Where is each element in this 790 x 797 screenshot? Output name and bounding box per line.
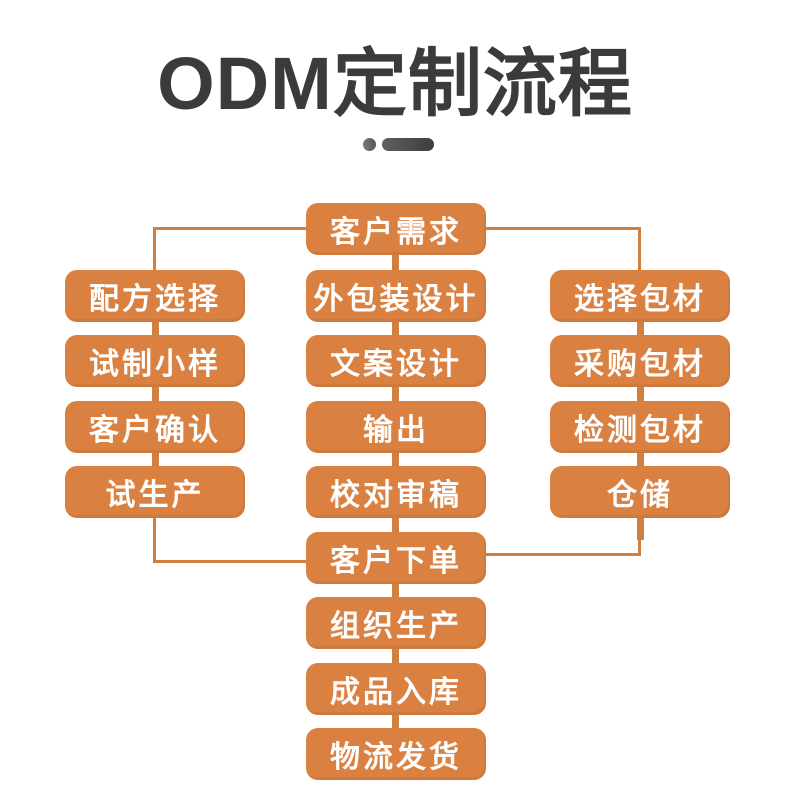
connector-left-stub-1 — [152, 385, 159, 403]
flow-node-packaging-design: 外包装设计 — [306, 270, 486, 322]
connector-top-right-vertical — [638, 227, 641, 270]
connector-left-stub-0 — [152, 320, 159, 337]
connector-mid-stub-7 — [392, 713, 399, 730]
connector-mid-stub-5 — [392, 582, 399, 599]
flow-node-customer-confirmation: 客户确认 — [65, 401, 245, 453]
flow-node-select-packaging: 选择包材 — [550, 270, 730, 322]
divider-dot-icon — [363, 138, 376, 151]
connector-mid-stub-1 — [392, 320, 399, 337]
flow-node-trial-sample: 试制小样 — [65, 335, 245, 387]
connector-bottom-left-vertical — [153, 518, 156, 563]
flow-node-organize-production: 组织生产 — [306, 597, 486, 649]
flow-node-customer-order: 客户下单 — [306, 532, 486, 584]
page-title: ODM定制流程 — [157, 42, 633, 125]
connector-mid-stub-0 — [392, 254, 399, 272]
title-divider — [0, 138, 790, 151]
connector-top-left-horizontal — [154, 227, 306, 230]
flow-node-test-packaging: 检测包材 — [550, 401, 730, 453]
connector-mid-stub-2 — [392, 385, 399, 403]
connector-mid-stub-6 — [392, 647, 399, 665]
flow-node-logistics-shipping: 物流发货 — [306, 728, 486, 780]
flow-node-finished-goods-storage: 成品入库 — [306, 663, 486, 715]
connector-top-left-vertical — [153, 227, 156, 270]
flow-node-proofreading: 校对审稿 — [306, 466, 486, 518]
connector-bottom-right-horizontal — [486, 553, 641, 556]
flow-node-customer-needs: 客户需求 — [306, 203, 486, 255]
connector-right-stub-3 — [637, 516, 644, 540]
connector-left-stub-2 — [152, 451, 159, 468]
connector-top-right-horizontal — [486, 227, 640, 230]
flow-node-copy-design: 文案设计 — [306, 335, 486, 387]
connector-right-stub-1 — [637, 385, 644, 403]
divider-bar-icon — [382, 138, 434, 151]
flow-node-trial-production: 试生产 — [65, 466, 245, 518]
connector-mid-stub-4 — [392, 516, 399, 534]
flow-node-warehousing: 仓储 — [550, 466, 730, 518]
connector-mid-stub-3 — [392, 451, 399, 468]
connector-right-stub-0 — [637, 320, 644, 337]
flow-node-output: 输出 — [306, 401, 486, 453]
flow-node-formula-selection: 配方选择 — [65, 270, 245, 322]
connector-bottom-left-horizontal — [153, 560, 306, 563]
connector-bottom-right-vertical — [638, 538, 641, 556]
connector-right-stub-2 — [637, 451, 644, 468]
flow-node-purchase-packaging: 采购包材 — [550, 335, 730, 387]
